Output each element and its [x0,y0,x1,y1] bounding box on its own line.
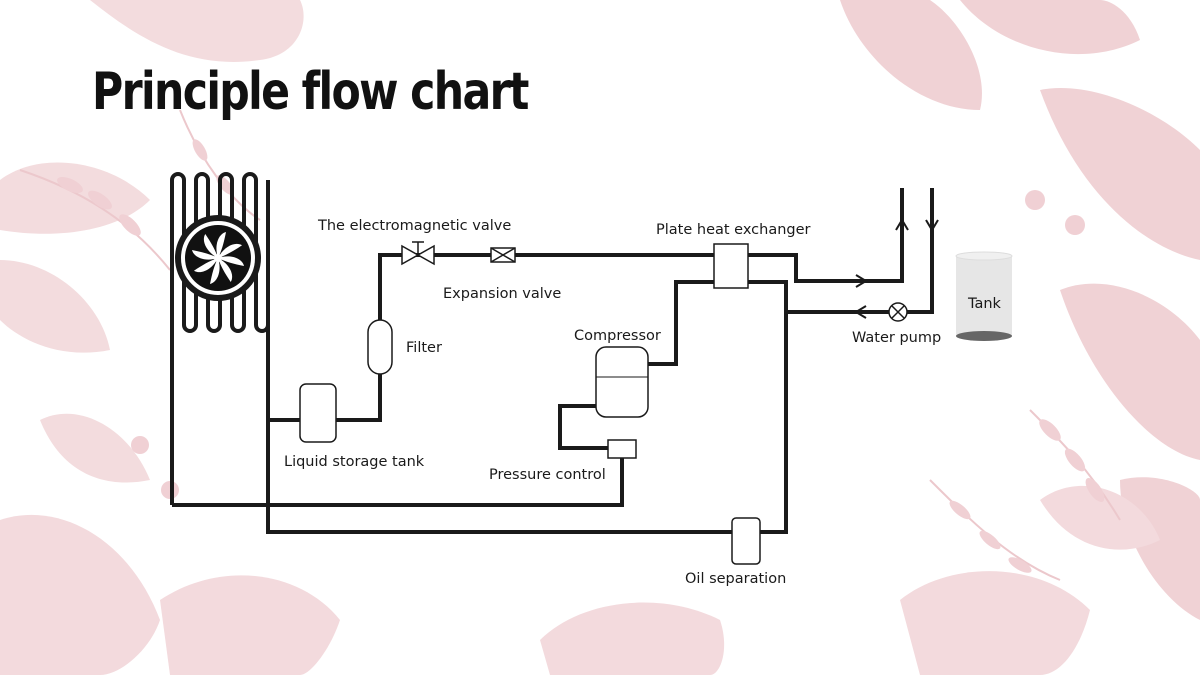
compressor-label: Compressor [574,328,661,344]
pipe-coil-bottom [266,420,732,534]
filter-label: Filter [406,340,442,356]
liquid-storage-tank-label: Liquid storage tank [284,454,425,470]
filter [367,319,393,375]
oil-separation [731,517,761,565]
pipe-water-out [748,188,904,283]
water-tank [955,251,1013,341]
arrow-left-icon [854,305,867,319]
expansion-valve-label: Expansion valve [443,286,561,302]
pressure-control-label: Pressure control [489,467,606,483]
expansion-valve [490,247,516,263]
pipe-compressor-to-pressure [558,404,608,450]
water-pump-label: Water pump [852,330,941,346]
fan-icon [175,215,261,301]
pipe-storage-to-filter [336,372,382,422]
leaf-cluster-bottom [0,485,1160,675]
valve-icon [401,241,435,266]
compressor [595,346,649,418]
electromagnetic-valve-label: The electromagnetic valve [317,218,511,234]
pipe-exchanger-to-compressor [648,280,714,366]
pressure-control [607,439,637,459]
arrow-right-icon [855,274,868,288]
plate-heat-exchanger [713,243,749,289]
plate-heat-exchanger-label: Plate heat exchanger [656,222,811,238]
pipe-coil-to-storage [266,180,300,422]
pump-icon [888,302,908,322]
leaf-cluster-top-left [0,0,304,483]
pipe-oil-to-exchanger [748,280,788,534]
pipe-filter-to-valve [378,253,714,320]
page-title: Principle flow chart [92,62,529,122]
liquid-storage-tank [299,383,337,443]
tank-label: Tank [967,296,1002,312]
leaf-small-fronds [57,139,1105,573]
pipe-pressure-to-coil [172,458,624,507]
pipe-water-in [786,188,934,314]
arrow-down-icon [925,219,939,232]
oil-separation-label: Oil separation [685,571,786,587]
arrow-up-icon [895,218,909,231]
flow-arrows [854,218,939,319]
